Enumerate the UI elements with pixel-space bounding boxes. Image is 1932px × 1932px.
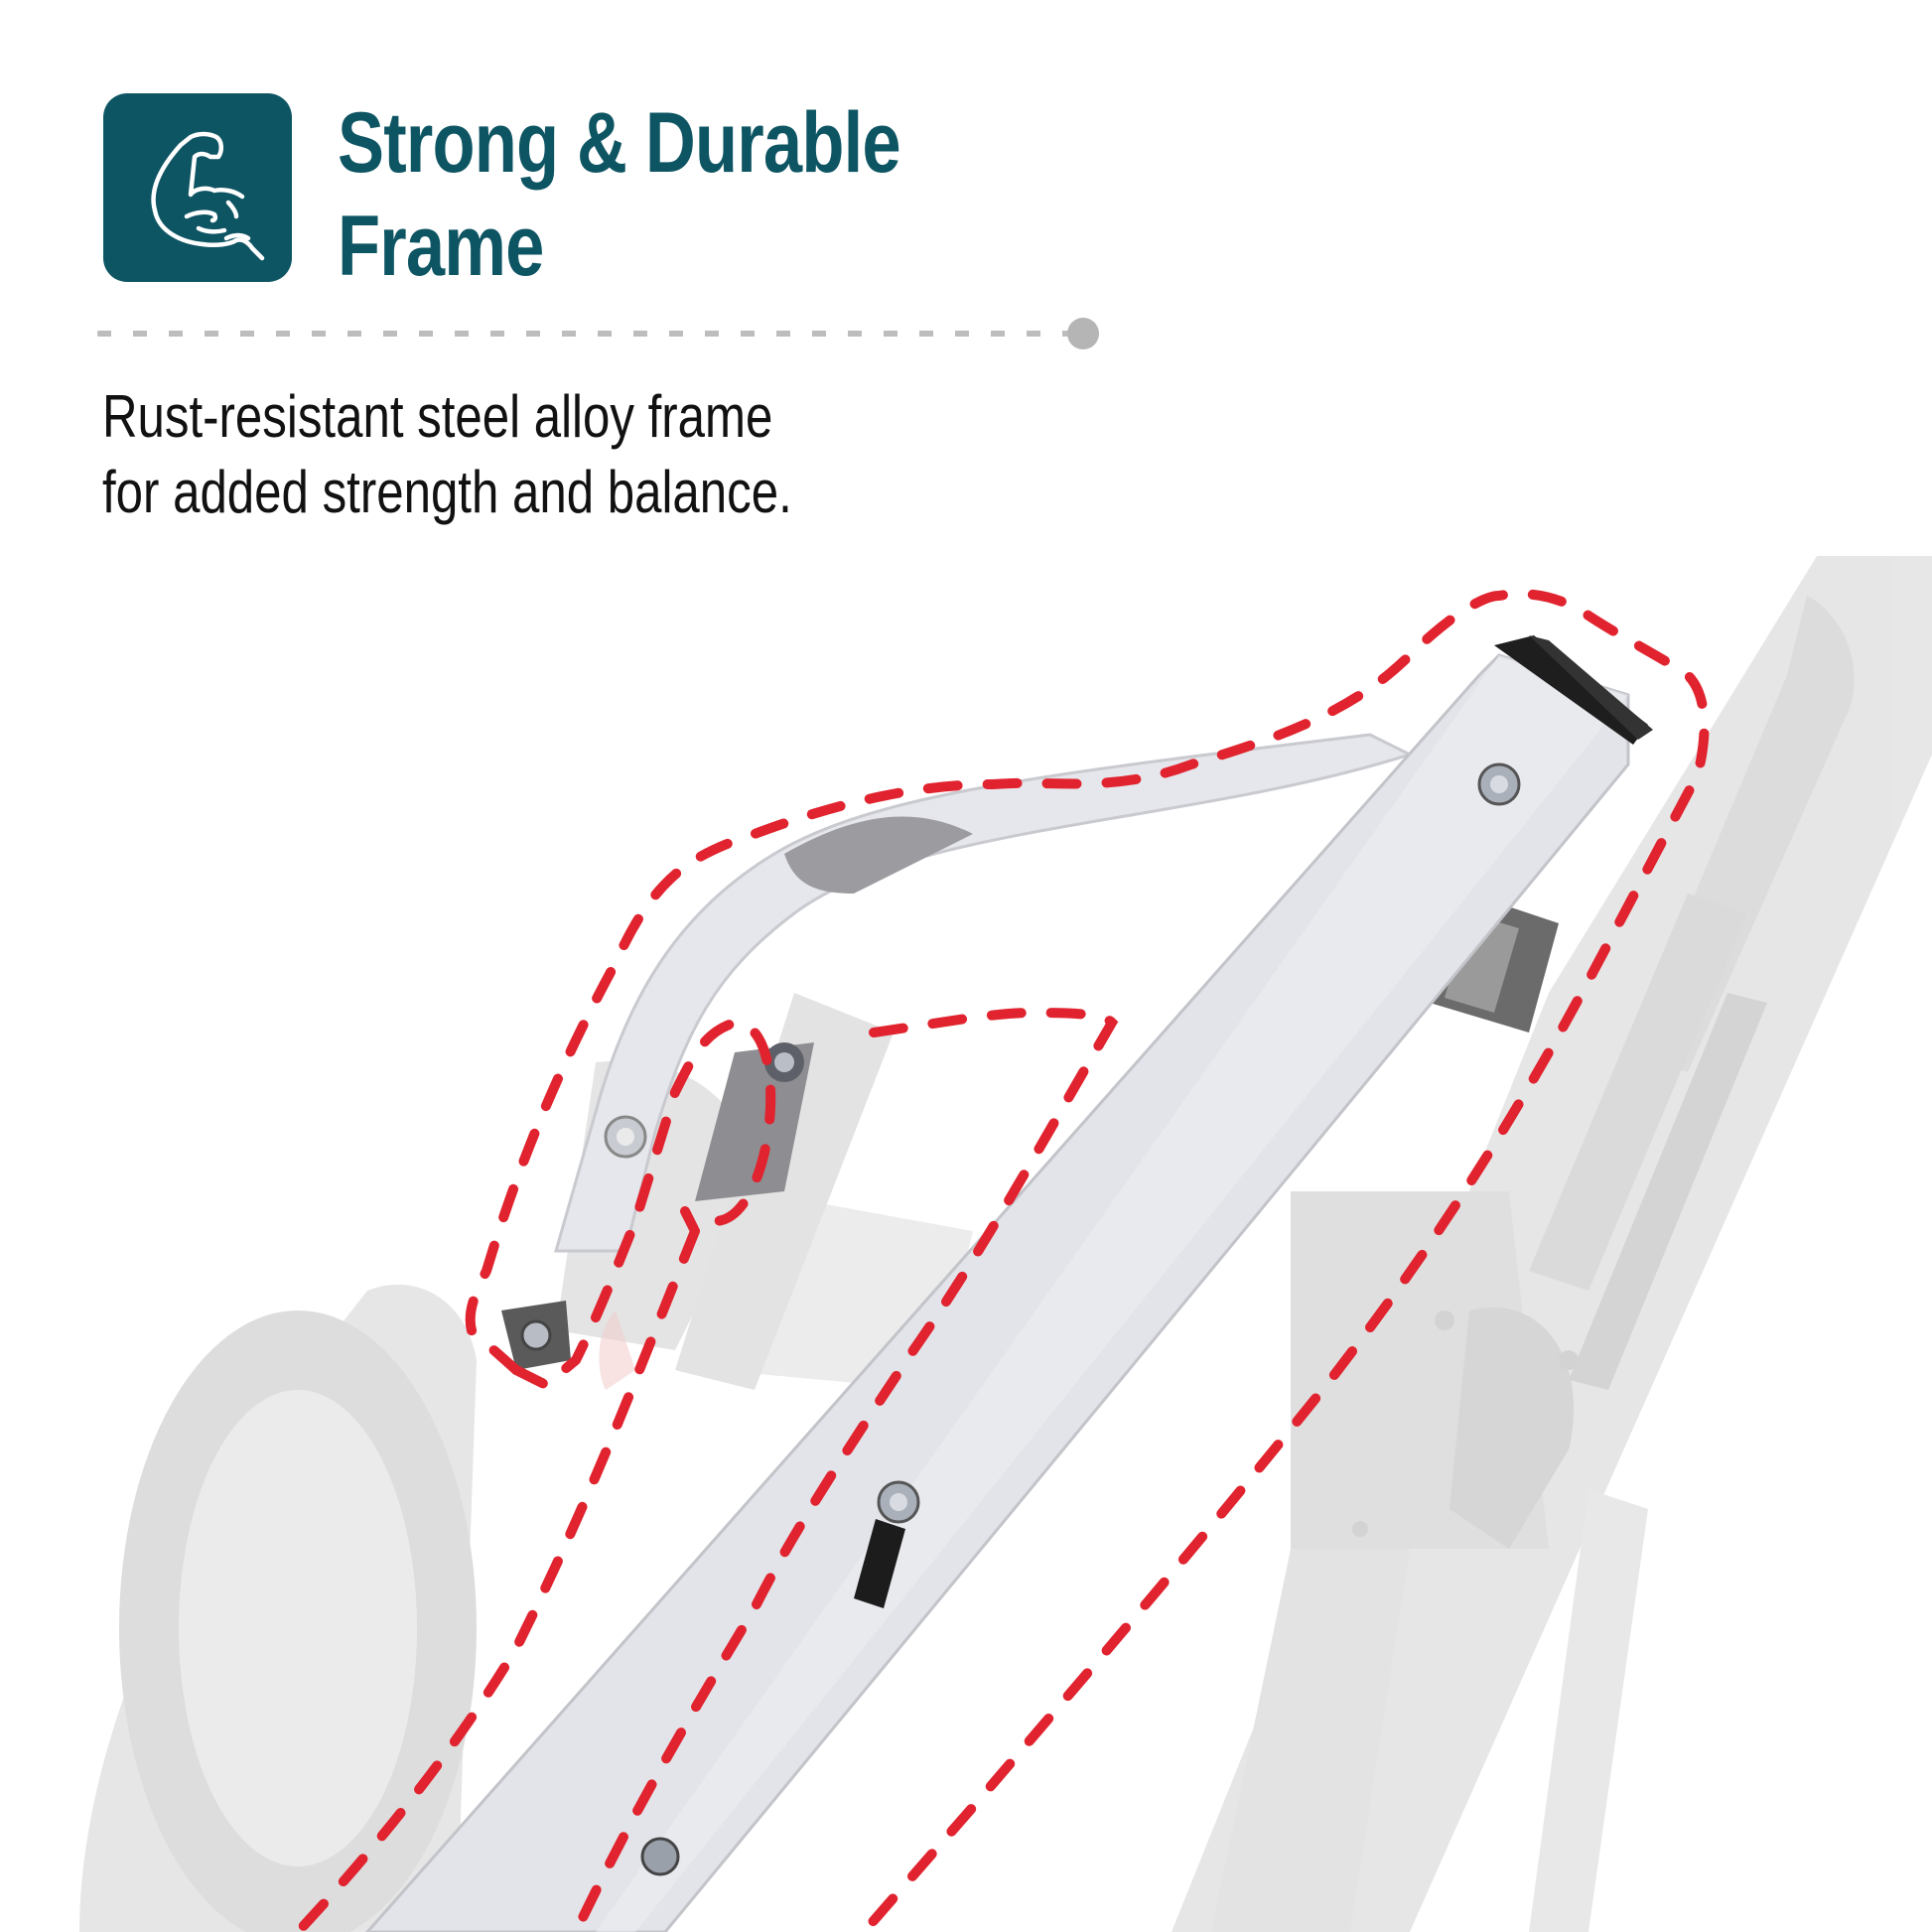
feature-description-line-2: for added strength and balance. [102,459,792,525]
feature-description: Rust-resistant steel alloy frame for add… [102,379,916,530]
feature-icon-tile [103,93,292,282]
highlight-outline [293,589,1710,1932]
feature-title: Strong & Durable Frame [338,91,907,298]
dotted-divider [97,330,1068,338]
divider-end-dot [1067,318,1099,349]
feature-title-line-2: Frame [338,199,544,294]
feature-title-line-1: Strong & Durable [338,95,901,191]
product-frame-image [79,556,1932,1932]
flexed-bicep-icon [151,131,265,261]
feature-description-line-1: Rust-resistant steel alloy frame [102,383,773,450]
